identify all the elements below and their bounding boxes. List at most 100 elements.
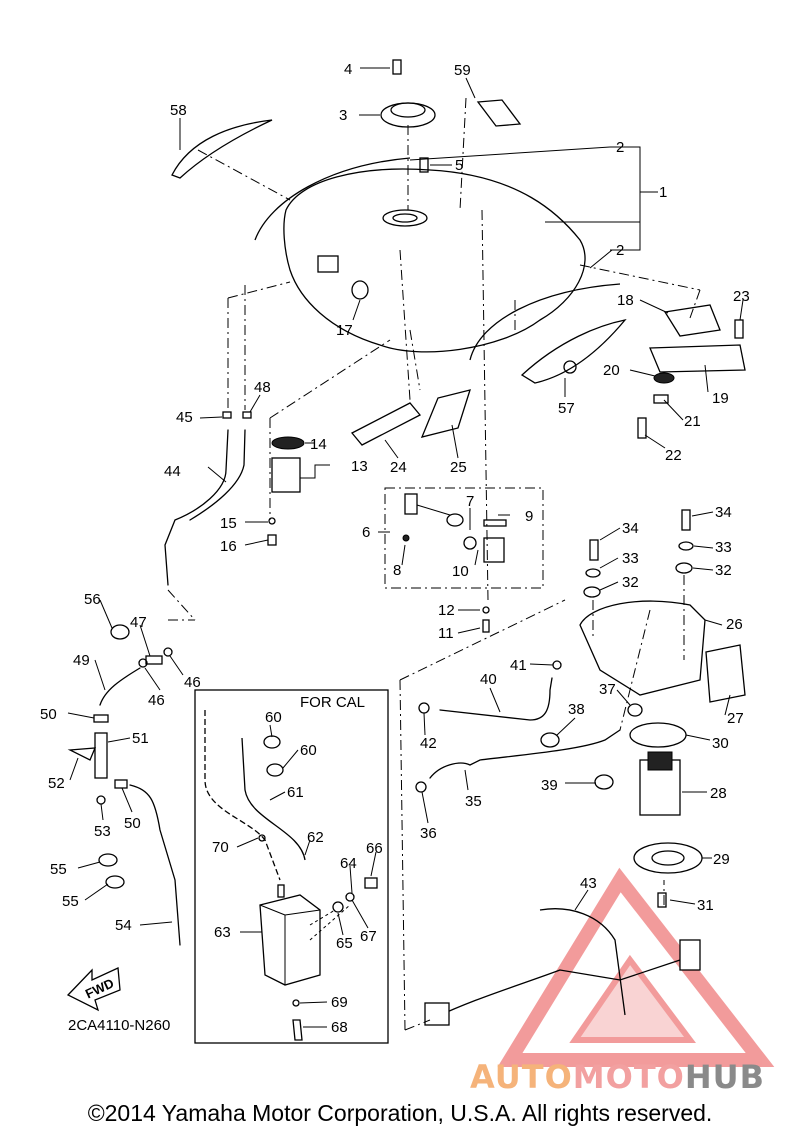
callout-69: 69 <box>331 994 348 1011</box>
watermark-part3: HUB <box>684 1058 766 1096</box>
emblem-left <box>171 119 273 179</box>
callout-63: 63 <box>214 924 231 941</box>
callout-8: 8 <box>393 562 401 579</box>
callout-32: 32 <box>622 574 639 591</box>
callout-14: 14 <box>310 436 327 453</box>
callout-15: 15 <box>220 515 237 532</box>
reference-lines <box>167 97 701 1031</box>
callout-59: 59 <box>454 62 471 79</box>
damper <box>350 402 422 446</box>
fuel-cap <box>380 59 436 128</box>
clamp-38 <box>540 732 560 748</box>
callout-45: 45 <box>176 409 193 426</box>
callout-7: 7 <box>466 493 474 510</box>
clamp-55a <box>98 853 118 867</box>
clamp-50b <box>114 779 128 789</box>
fwd-arrow-icon: FWD <box>66 967 121 1012</box>
clip-36 <box>415 781 427 793</box>
tank-bracket <box>637 304 746 439</box>
callout-48: 48 <box>254 379 271 396</box>
callout-29: 29 <box>713 851 730 868</box>
coupler-43b <box>679 939 701 971</box>
cap-37 <box>627 703 643 717</box>
hose-43b <box>539 908 626 1016</box>
callout-46: 46 <box>184 674 201 691</box>
callout-30: 30 <box>712 735 729 752</box>
clip-45 <box>222 411 232 419</box>
diagram-code: 2CA4110-N260 <box>68 1017 170 1034</box>
hose-40 <box>439 677 553 721</box>
coupler-43a <box>424 1002 450 1026</box>
clamp-55b <box>105 875 125 889</box>
callout-60: 60 <box>300 742 317 759</box>
callout-20: 20 <box>603 362 620 379</box>
clip-48 <box>242 411 252 419</box>
callout-17: 17 <box>336 322 353 339</box>
callout-12: 12 <box>438 602 455 619</box>
bracket-52 <box>67 747 97 761</box>
callout-16: 16 <box>220 538 237 555</box>
washer-12 <box>482 606 490 614</box>
watermark-part2: MOTO <box>572 1058 685 1096</box>
emblem-right <box>520 319 627 384</box>
callout-5: 5 <box>455 157 463 174</box>
callout-9: 9 <box>525 508 533 525</box>
callout-2: 2 <box>616 139 624 156</box>
callout-52: 52 <box>48 775 65 792</box>
hose-54 <box>129 784 181 946</box>
callout-66: 66 <box>366 840 383 857</box>
callout-70: 70 <box>212 839 229 856</box>
hose-44 <box>164 429 229 586</box>
for-cal-label: FOR CAL <box>300 694 365 711</box>
callout-41: 41 <box>510 657 527 674</box>
callout-11: 11 <box>438 625 454 642</box>
hose-35 <box>429 729 621 779</box>
callout-18: 18 <box>617 292 634 309</box>
callout-25: 25 <box>450 459 467 476</box>
callout-55: 55 <box>50 861 67 878</box>
side-strip-left <box>254 157 411 241</box>
callout-47: 47 <box>130 614 147 631</box>
clip-42 <box>418 702 430 714</box>
canister <box>204 710 378 1041</box>
callout-33: 33 <box>715 539 732 556</box>
callout-54: 54 <box>115 917 132 934</box>
callout-34: 34 <box>715 504 732 521</box>
callout-67: 67 <box>360 928 377 945</box>
callout-26: 26 <box>726 616 743 633</box>
callout-57: 57 <box>558 400 575 417</box>
clip-41 <box>552 660 562 670</box>
callout-43: 43 <box>580 875 597 892</box>
fuel-cock <box>402 493 507 563</box>
callout-53: 53 <box>94 823 111 840</box>
callout-60: 60 <box>265 709 282 726</box>
clamp-39 <box>594 774 614 790</box>
callout-23: 23 <box>733 288 750 305</box>
callout-37: 37 <box>599 681 616 698</box>
fuel-filter-51 <box>94 732 108 779</box>
clip-53 <box>96 795 106 805</box>
callout-68: 68 <box>331 1019 348 1036</box>
bolt-5 <box>419 157 429 173</box>
callout-31: 31 <box>697 897 714 914</box>
watermark-text: AUTOMOTOHUB <box>470 1058 765 1096</box>
bolt-11 <box>482 619 490 633</box>
fuel-cock-group <box>384 487 544 589</box>
callout-61: 61 <box>287 784 304 801</box>
callout-33: 33 <box>622 550 639 567</box>
callout-64: 64 <box>340 855 357 872</box>
callout-65: 65 <box>336 935 353 952</box>
callout-50: 50 <box>124 815 141 832</box>
callout-50: 50 <box>40 706 57 723</box>
callout-40: 40 <box>480 671 497 688</box>
for-cal-box <box>194 689 389 1044</box>
clamp-50a <box>93 714 109 723</box>
heat-plate <box>420 389 471 438</box>
fuel-pump-assembly <box>579 509 746 908</box>
callout-13: 13 <box>351 458 368 475</box>
callout-21: 21 <box>684 413 701 430</box>
fuel-tank <box>283 168 586 353</box>
joint-47 <box>145 655 163 665</box>
watermark-logo <box>497 867 775 1067</box>
callout-39: 39 <box>541 777 558 794</box>
